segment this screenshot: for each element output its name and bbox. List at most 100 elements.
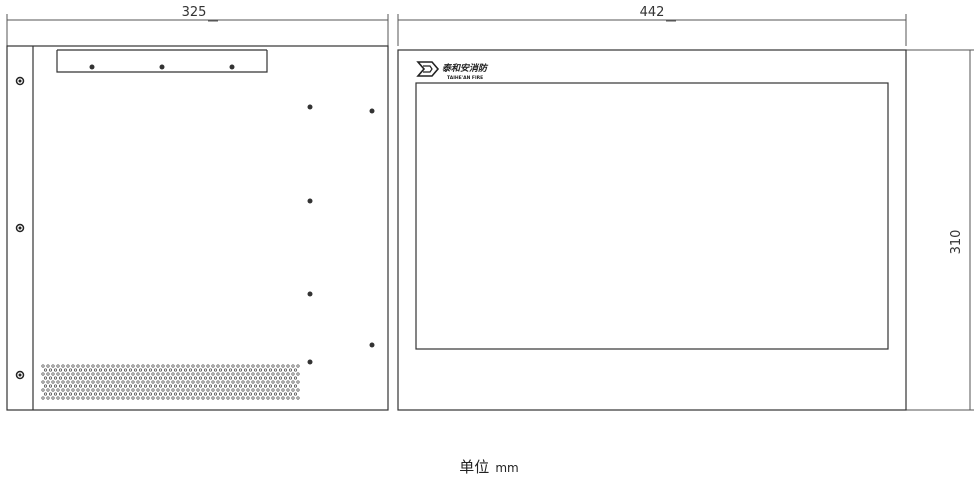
- vent-hole: [276, 388, 280, 392]
- vent-hole: [231, 380, 235, 384]
- vent-hole: [93, 368, 98, 372]
- vent-hole: [266, 372, 270, 376]
- vent-hole: [86, 396, 90, 400]
- vent-hole: [128, 368, 133, 372]
- vent-hole: [198, 368, 203, 372]
- vent-hole: [268, 384, 273, 388]
- vent-hole: [221, 388, 225, 392]
- vent-hole: [41, 372, 45, 376]
- vent-hole: [226, 396, 230, 400]
- vent-hole: [163, 368, 168, 372]
- vent-hole: [213, 384, 218, 388]
- vent-hole: [196, 372, 200, 376]
- vent-hole: [186, 364, 190, 368]
- vent-hole: [193, 384, 198, 388]
- vent-hole: [76, 388, 80, 392]
- vent-hole: [258, 368, 263, 372]
- vent-hole: [246, 372, 250, 376]
- vent-hole: [196, 380, 200, 384]
- vent-hole: [101, 372, 105, 376]
- vent-hole: [86, 372, 90, 376]
- vent-hole: [111, 364, 115, 368]
- vent-hole: [136, 380, 140, 384]
- vent-hole: [73, 384, 78, 388]
- vent-hole: [56, 388, 60, 392]
- vent-hole: [168, 376, 173, 380]
- vent-hole: [118, 392, 123, 396]
- vent-hole: [281, 380, 285, 384]
- vent-hole: [161, 364, 165, 368]
- vent-hole: [146, 372, 150, 376]
- vent-hole: [143, 384, 148, 388]
- vent-hole: [91, 396, 95, 400]
- vent-hole: [203, 368, 208, 372]
- vent-hole: [103, 384, 108, 388]
- vent-hole: [108, 368, 113, 372]
- vent-hole: [236, 396, 240, 400]
- vent-hole: [108, 376, 113, 380]
- vent-hole: [63, 376, 68, 380]
- vent-hole: [226, 380, 230, 384]
- vent-hole: [291, 364, 295, 368]
- vent-hole: [183, 368, 188, 372]
- vent-hole: [156, 364, 160, 368]
- vent-hole: [83, 376, 88, 380]
- vent-hole: [126, 396, 130, 400]
- vent-hole: [126, 372, 130, 376]
- vent-hole: [256, 364, 260, 368]
- vent-hole: [153, 368, 158, 372]
- vent-hole: [208, 376, 213, 380]
- vent-hole: [131, 396, 135, 400]
- vent-hole: [91, 372, 95, 376]
- vent-hole: [258, 384, 263, 388]
- vent-hole: [146, 364, 150, 368]
- vent-hole: [98, 392, 103, 396]
- vent-hole: [171, 396, 175, 400]
- vent-hole: [101, 380, 105, 384]
- vent-hole: [113, 384, 118, 388]
- vent-hole: [246, 380, 250, 384]
- vent-hole: [191, 364, 195, 368]
- vent-hole: [253, 368, 258, 372]
- vent-hole: [296, 364, 300, 368]
- vent-hole: [276, 372, 280, 376]
- vent-hole: [181, 372, 185, 376]
- vent-hole: [256, 372, 260, 376]
- vent-hole: [196, 396, 200, 400]
- vent-hole: [176, 388, 180, 392]
- vent-hole: [283, 392, 288, 396]
- vent-hole: [91, 388, 95, 392]
- vent-hole: [103, 368, 108, 372]
- vent-hole: [106, 396, 110, 400]
- vent-hole: [281, 396, 285, 400]
- vent-hole: [211, 372, 215, 376]
- vent-hole: [206, 396, 210, 400]
- vent-hole: [116, 396, 120, 400]
- vent-hole: [228, 392, 233, 396]
- vent-hole: [58, 384, 63, 388]
- vent-hole: [68, 368, 73, 372]
- vent-hole: [161, 388, 165, 392]
- vent-hole: [136, 372, 140, 376]
- vent-hole: [143, 368, 148, 372]
- vent-hole: [128, 384, 133, 388]
- vent-hole: [118, 368, 123, 372]
- vent-hole: [151, 364, 155, 368]
- vent-hole: [276, 364, 280, 368]
- vent-hole: [73, 376, 78, 380]
- vent-hole: [126, 380, 130, 384]
- vent-hole: [146, 380, 150, 384]
- vent-hole: [116, 380, 120, 384]
- vent-hole: [211, 388, 215, 392]
- vent-hole: [121, 396, 125, 400]
- vent-hole: [141, 372, 145, 376]
- vent-hole: [251, 372, 255, 376]
- vent-hole: [198, 376, 203, 380]
- unit-value: mm: [495, 461, 519, 475]
- vent-hole: [173, 376, 178, 380]
- vent-hole: [108, 392, 113, 396]
- vent-hole: [173, 368, 178, 372]
- vent-hole: [116, 388, 120, 392]
- vent-hole: [263, 368, 268, 372]
- dimension-front-width: [397, 14, 907, 46]
